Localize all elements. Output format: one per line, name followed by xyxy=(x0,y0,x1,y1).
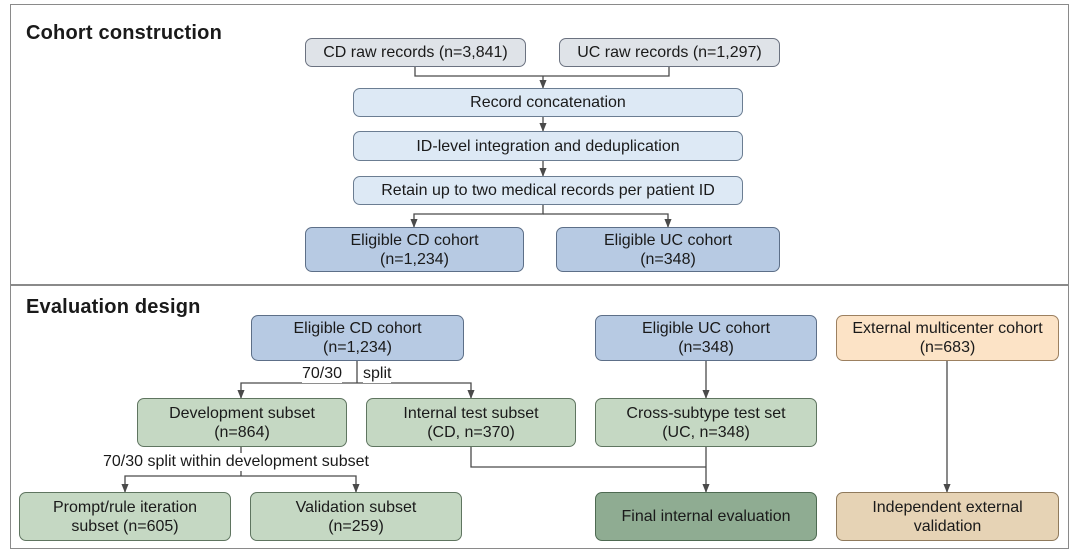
node-eval-cd-cohort: Eligible CD cohort (n=1,234) xyxy=(251,315,464,361)
edge-split-to-dev xyxy=(237,382,357,399)
node-count: (n=1,234) xyxy=(323,339,392,356)
node-prompt-rule-iteration: Prompt/rule iteration subset (n=605) xyxy=(19,492,231,541)
node-label: Independent external xyxy=(872,498,1023,516)
node-count: (n=683) xyxy=(919,339,976,356)
node-label: Prompt/rule iteration xyxy=(52,498,198,516)
edge-uc-raw-to-merge xyxy=(543,67,670,77)
node-uc-raw-records: UC raw records (n=1,297) xyxy=(559,38,780,67)
node-record-concatenation: Record concatenation xyxy=(353,88,743,117)
node-internal-test-subset: Internal test subset (CD, n=370) xyxy=(366,398,576,447)
node-label: Internal test subset xyxy=(403,404,539,422)
section-title-evaluation-design: Evaluation design xyxy=(26,296,201,318)
node-label: Eligible UC cohort xyxy=(641,320,771,337)
node-independent-external-validation: Independent external validation xyxy=(836,492,1059,541)
node-label: Eligible CD cohort xyxy=(350,231,479,249)
node-count: (UC, n=348) xyxy=(662,423,750,441)
node-retain-records: Retain up to two medical records per pat… xyxy=(353,176,743,205)
node-count: (n=864) xyxy=(214,423,270,441)
node-validation-subset: Validation subset (n=259) xyxy=(250,492,462,541)
node-label: Cross-subtype test set xyxy=(626,404,786,422)
node-cross-subtype-test: Cross-subtype test set (UC, n=348) xyxy=(595,398,817,447)
node-cd-raw-records: CD raw records (n=3,841) xyxy=(305,38,526,67)
edge-label-split: split xyxy=(363,365,392,383)
node-count: subset (n=605) xyxy=(71,517,179,535)
section-title-cohort-construction: Cohort construction xyxy=(26,22,223,44)
node-label: Record concatenation xyxy=(470,94,626,111)
node-label: CD raw records (n=3,841) xyxy=(323,44,508,61)
node-id-dedup: ID-level integration and deduplication xyxy=(353,131,743,161)
node-label: Eligible UC cohort xyxy=(603,231,733,249)
edge-dev-to-prompt xyxy=(121,475,241,493)
node-external-cohort: External multicenter cohort (n=683) xyxy=(836,315,1059,361)
node-count: (CD, n=370) xyxy=(427,423,515,441)
node-label: UC raw records (n=1,297) xyxy=(577,44,762,61)
node-eval-uc-cohort: Eligible UC cohort (n=348) xyxy=(595,315,817,361)
node-eligible-uc-cohort: Eligible UC cohort (n=348) xyxy=(556,227,780,272)
node-label: Development subset xyxy=(169,404,315,422)
node-count: (n=348) xyxy=(678,339,734,356)
node-label: ID-level integration and deduplication xyxy=(416,137,680,155)
edge-retain-to-split xyxy=(410,205,544,228)
edge-internal-to-final xyxy=(470,447,706,468)
node-label: Validation subset xyxy=(295,498,417,516)
node-eligible-cd-cohort: Eligible CD cohort (n=1,234) xyxy=(305,227,524,272)
edge-retain-to-uc xyxy=(543,213,672,228)
node-count: (n=259) xyxy=(328,517,384,535)
node-count: (n=1,234) xyxy=(380,250,449,268)
node-final-internal-evaluation: Final internal evaluation xyxy=(595,492,817,541)
node-label: Retain up to two medical records per pat… xyxy=(381,182,715,199)
edge-label-70-30: 70/30 xyxy=(302,365,343,383)
node-development-subset: Development subset (n=864) xyxy=(137,398,347,447)
node-label: External multicenter cohort xyxy=(852,320,1043,337)
node-label: Eligible CD cohort xyxy=(293,320,422,337)
edge-cd-raw-to-merge xyxy=(414,67,543,77)
edge-split-to-internal xyxy=(357,382,475,399)
edge-label-split-within-dev: 70/30 split within development subset xyxy=(103,453,369,471)
edge-dev-to-validation xyxy=(241,475,360,493)
node-count: (n=348) xyxy=(640,250,696,268)
node-label-line2: validation xyxy=(913,517,982,535)
node-label: Final internal evaluation xyxy=(621,508,791,525)
